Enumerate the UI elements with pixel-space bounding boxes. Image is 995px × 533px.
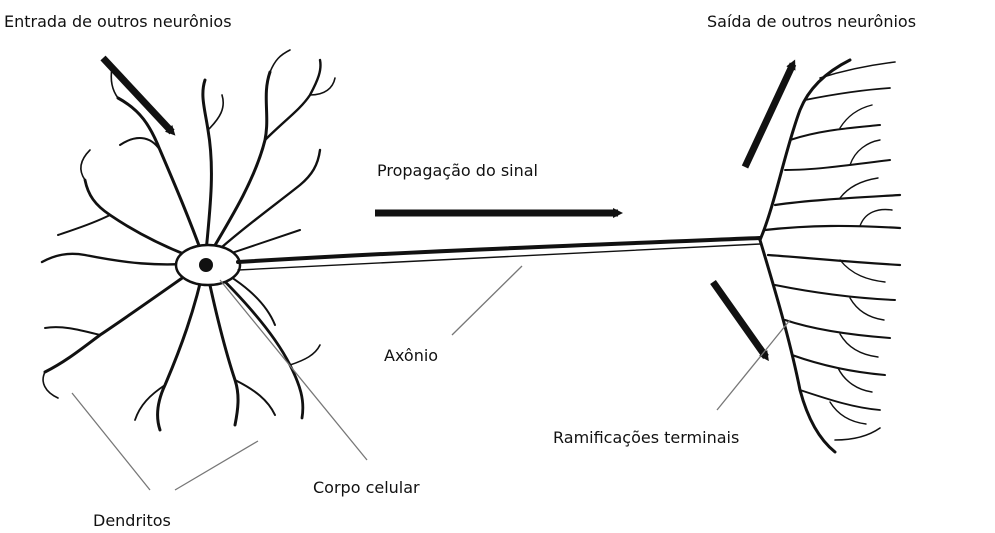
terminal-branch [805, 88, 890, 100]
nucleus [199, 258, 213, 272]
dendrite-branch [235, 380, 275, 415]
input-arrow [103, 58, 172, 132]
axon-leader [452, 266, 522, 335]
terminal-twig [850, 298, 884, 320]
dendrites-tree [42, 50, 335, 430]
output-label: Saída de outros neurônios [707, 12, 916, 31]
dendrite-branch [43, 372, 58, 398]
dendrite-branch [205, 262, 303, 418]
terminal-branch [785, 320, 890, 338]
axon-label: Axônio [384, 346, 438, 365]
terminal-trunk [760, 240, 835, 452]
arrows [103, 58, 793, 357]
signal-label: Propagação do sinal [377, 161, 538, 180]
dendrite-branch [81, 150, 90, 180]
dendrites-label: Dendritos [93, 511, 171, 530]
terminals-label: Ramificações terminais [553, 428, 739, 447]
terminal-twig [840, 105, 872, 128]
output-arrow-down [713, 282, 766, 357]
terminal-branch [792, 355, 885, 375]
terminal-branch [768, 255, 900, 265]
dendrite-branch [208, 95, 223, 130]
terminal-branch [835, 428, 880, 440]
cell-body [176, 245, 240, 285]
dendrite-branch [58, 215, 110, 235]
dendrite-branch [45, 327, 100, 335]
terminal-trunk [760, 60, 850, 240]
leader-lines [72, 266, 790, 490]
terminal-branch [775, 285, 895, 300]
input-label: Entrada de outros neurônios [4, 12, 232, 31]
dendrite-branch [265, 60, 321, 140]
terminal-branch [800, 390, 880, 410]
terminal-branches [760, 60, 900, 452]
dendrite-branch [203, 80, 212, 262]
terminal-branch [775, 195, 900, 205]
dendrite-branch [45, 262, 205, 372]
dendrite-branch [290, 345, 320, 365]
terminal-branch [785, 160, 890, 170]
terminal-branch [765, 226, 900, 230]
cell-body-leader [220, 280, 367, 460]
dendrite-branch [270, 50, 290, 72]
terminal-twig [860, 210, 892, 226]
dendrite-branch [205, 150, 320, 262]
axon [238, 238, 760, 270]
cell-body-label: Corpo celular [313, 478, 420, 497]
dendrite-branch [158, 262, 205, 430]
dendrite-branch [135, 385, 165, 420]
dendrite-leader [175, 441, 258, 490]
dendrite-branch [205, 262, 238, 425]
dendrite-leader [72, 393, 150, 490]
terminal-branch [790, 125, 880, 140]
terminal-twig [840, 178, 878, 198]
